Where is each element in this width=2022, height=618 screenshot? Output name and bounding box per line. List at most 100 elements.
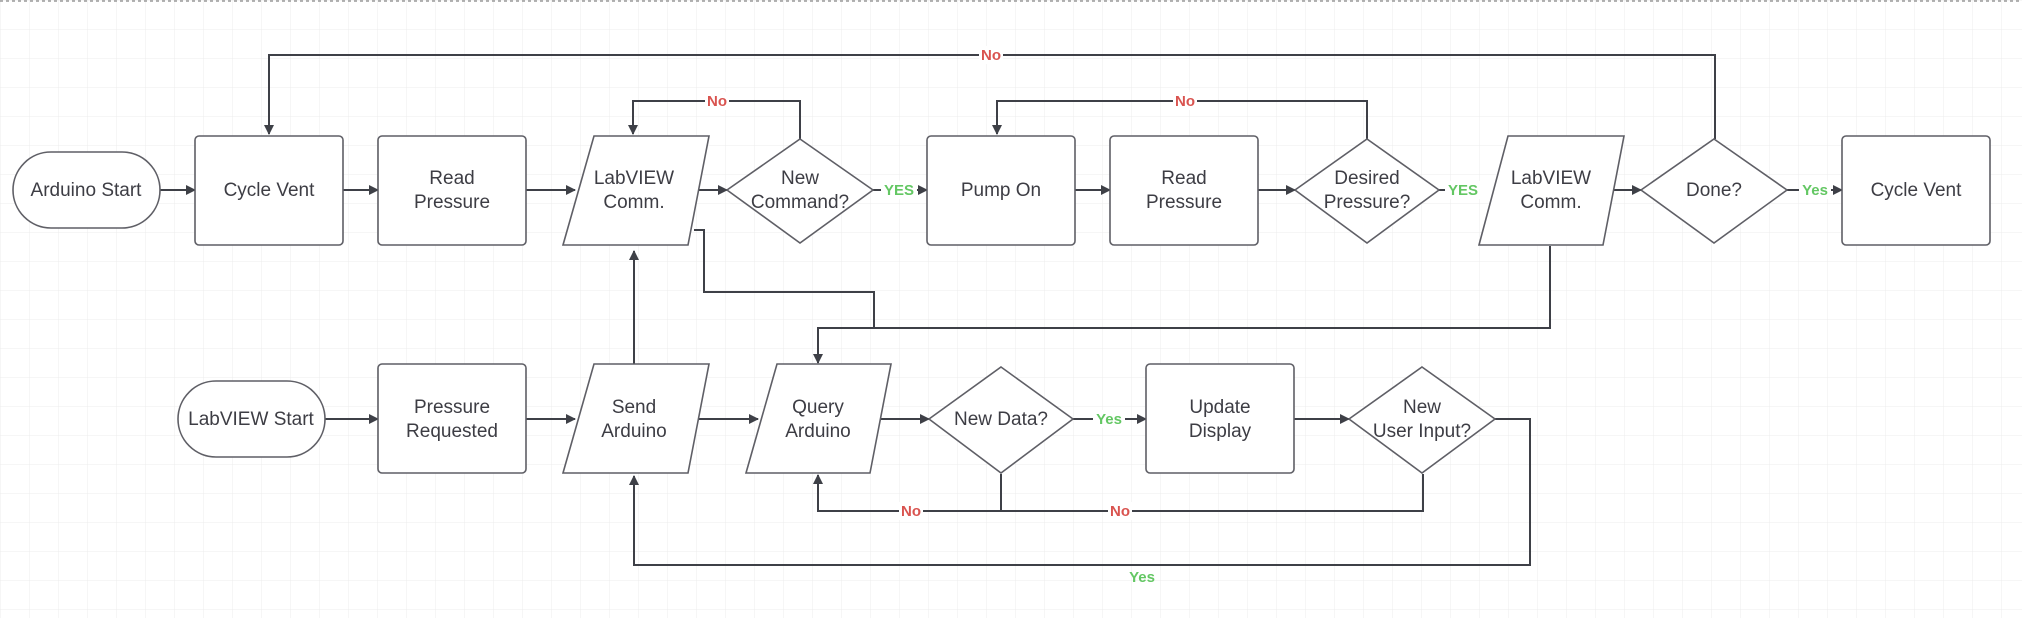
node-label-line: Cycle Vent bbox=[224, 180, 316, 201]
node-pump-on-label: Pump On bbox=[961, 180, 1041, 201]
node-label-line: Pressure bbox=[414, 397, 490, 418]
node-label-line: Read bbox=[429, 168, 474, 189]
edge-labview-comm-2-to-query-arduino bbox=[818, 246, 1551, 329]
node-label-line: Pump On bbox=[961, 180, 1041, 201]
label-bg bbox=[899, 502, 923, 520]
process-shape bbox=[926, 135, 1076, 246]
process-shape bbox=[1841, 135, 1991, 246]
edge-new-user-input-no-to-query-arduino bbox=[1001, 474, 1424, 512]
node-labview-comm-1-label: LabVIEW Comm. bbox=[594, 168, 674, 213]
label-new-command-yes: YES bbox=[884, 182, 914, 199]
node-label-line: User Input? bbox=[1373, 421, 1471, 442]
node-label-line: LabVIEW bbox=[594, 168, 674, 189]
node-label-line: Pressure? bbox=[1324, 192, 1411, 213]
label-bg bbox=[979, 46, 1003, 64]
process-shape bbox=[377, 135, 527, 246]
label-new-data-no: No bbox=[901, 503, 921, 520]
process-shape bbox=[1145, 363, 1295, 474]
node-new-data-label: New Data? bbox=[954, 409, 1048, 430]
node-new-data[interactable]: New Data? bbox=[927, 366, 1075, 474]
label-new-data-yes: Yes bbox=[1096, 411, 1122, 428]
node-label-line: Read bbox=[1161, 168, 1206, 189]
label-bg bbox=[705, 92, 729, 110]
node-label-line: Arduino bbox=[601, 421, 667, 442]
node-cycle-vent-2-label: Cycle Vent bbox=[1871, 180, 1963, 201]
label-desired-pressure-no: No bbox=[1175, 93, 1195, 110]
data-io-shape bbox=[744, 363, 892, 474]
decision-shape bbox=[725, 138, 875, 244]
label-new-user-input-yes: Yes bbox=[1129, 569, 1155, 586]
node-label-line: LabVIEW Start bbox=[188, 409, 314, 430]
node-label-line: New bbox=[1403, 397, 1441, 418]
decision-shape bbox=[1639, 138, 1789, 244]
label-bg bbox=[881, 181, 917, 199]
node-label-line: Pressure bbox=[1146, 192, 1222, 213]
node-label-line: Requested bbox=[406, 421, 498, 442]
node-label-line: Display bbox=[1189, 421, 1252, 442]
node-done-label: Done? bbox=[1686, 180, 1742, 201]
node-labview-comm-1[interactable]: LabVIEW Comm. bbox=[561, 135, 710, 246]
node-label-line: New Data? bbox=[954, 409, 1048, 430]
data-io-shape bbox=[1477, 135, 1625, 246]
edge-labels: No No No YES YES Yes Yes No No Yes bbox=[705, 46, 1831, 586]
node-label-line: Arduino bbox=[785, 421, 851, 442]
node-cycle-vent-1[interactable]: Cycle Vent bbox=[194, 135, 344, 246]
label-new-command-no: No bbox=[707, 93, 727, 110]
node-label-line: LabVIEW bbox=[1511, 168, 1591, 189]
node-label-line: Cycle Vent bbox=[1871, 180, 1963, 201]
label-bg bbox=[1799, 181, 1831, 199]
terminator-shape bbox=[177, 380, 326, 458]
node-done[interactable]: Done? bbox=[1639, 138, 1789, 244]
label-done-yes: Yes bbox=[1802, 182, 1828, 199]
node-label-line: New bbox=[781, 168, 819, 189]
node-label-line: Pressure bbox=[414, 192, 490, 213]
node-arduino-start[interactable]: Arduino Start bbox=[12, 151, 161, 229]
node-pump-on[interactable]: Pump On bbox=[926, 135, 1076, 246]
node-labview-comm-2[interactable]: LabVIEW Comm. bbox=[1477, 135, 1625, 246]
label-bg bbox=[1108, 502, 1132, 520]
label-desired-pressure-yes: YES bbox=[1448, 182, 1478, 199]
node-label-line: Update bbox=[1189, 397, 1250, 418]
label-bg bbox=[1173, 92, 1197, 110]
process-shape bbox=[377, 363, 527, 474]
node-label-line: Comm. bbox=[1520, 192, 1581, 213]
node-label-line: Query bbox=[792, 397, 844, 418]
process-shape bbox=[1109, 135, 1259, 246]
node-labview-comm-2-label: LabVIEW Comm. bbox=[1511, 168, 1591, 213]
label-new-user-input-no: No bbox=[1110, 503, 1130, 520]
node-label-line: Send bbox=[612, 397, 656, 418]
node-labview-start[interactable]: LabVIEW Start bbox=[177, 380, 326, 458]
terminator-shape bbox=[12, 151, 161, 229]
node-arduino-start-label: Arduino Start bbox=[31, 180, 143, 201]
node-label-line: Arduino Start bbox=[31, 180, 143, 201]
node-label-line: Comm. bbox=[603, 192, 664, 213]
decision-shape bbox=[1347, 366, 1497, 474]
decision-shape bbox=[927, 366, 1075, 474]
node-label-line: Desired bbox=[1334, 168, 1399, 189]
label-bg bbox=[1093, 410, 1125, 428]
label-bg bbox=[1445, 181, 1481, 199]
node-labview-start-label: LabVIEW Start bbox=[188, 409, 314, 430]
node-label-line: Done? bbox=[1686, 180, 1742, 201]
node-cycle-vent-2[interactable]: Cycle Vent bbox=[1841, 135, 1991, 246]
process-shape bbox=[194, 135, 344, 246]
node-label-line: Command? bbox=[751, 192, 849, 213]
